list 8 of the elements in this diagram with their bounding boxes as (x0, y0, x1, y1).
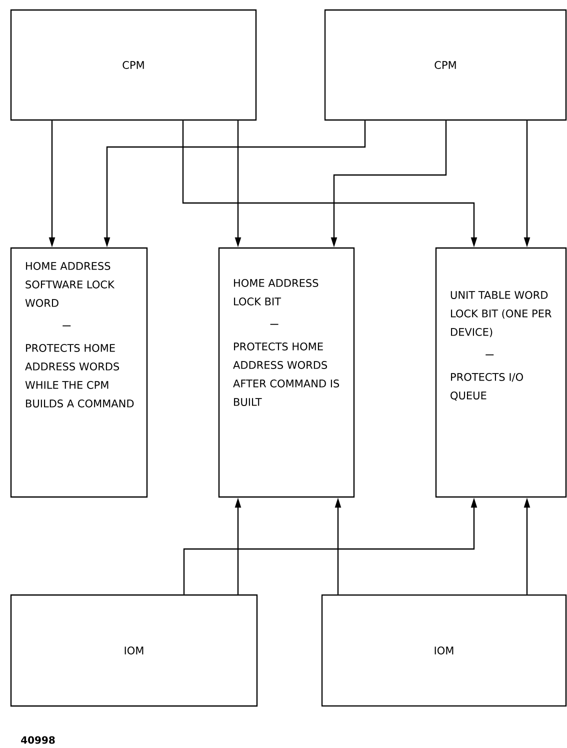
processor-box: CPM (324, 9, 567, 121)
lock-box: HOME ADDRESS LOCK BIT PROTECTS HOME ADDRESS WORDS AFTER COMMAND IS BUILT (218, 247, 355, 498)
processor-box: IOM (10, 594, 258, 707)
processor-box: IOM (321, 594, 567, 707)
lock-box: HOME ADDRESS SOFTWARE LOCK WORD PROTECTS HOME ADDRESS WORDS WHILE THE CPM BUILDS A COMMAND (10, 247, 148, 498)
lock-box: UNIT TABLE WORD LOCK BIT (ONE PER DEVICE) PROTECTS I/O QUEUE (435, 247, 567, 498)
figure-number: 40998 (21, 736, 55, 744)
processor-box: CPM (10, 9, 257, 121)
